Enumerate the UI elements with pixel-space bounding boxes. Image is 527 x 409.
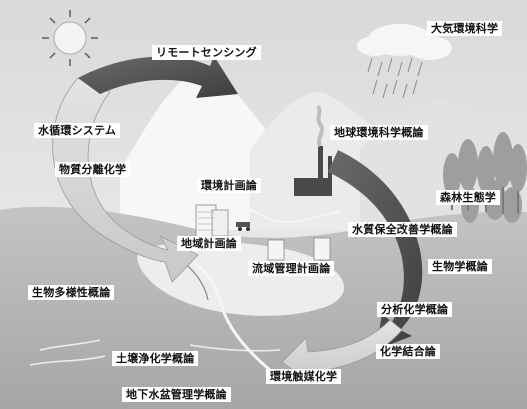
- label-biodiversity: 生物多様性概論: [28, 285, 115, 300]
- rain: [367, 57, 423, 99]
- runoff-arrow: [328, 150, 423, 350]
- cloud: [357, 24, 452, 60]
- label-groundwater-basin: 地下水盆管理学概論: [122, 387, 231, 402]
- label-soil-remediation: 土壌浄化学概論: [112, 351, 199, 366]
- label-watershed-planning: 流域管理計画論: [248, 261, 335, 276]
- label-env-planning: 環境計画論: [197, 178, 261, 193]
- sun-icon: [42, 10, 98, 66]
- smoke: [316, 104, 324, 147]
- label-regional-planning: 地域計画論: [177, 236, 241, 251]
- label-remote-sensing: リモートセンシング: [152, 45, 261, 60]
- remote-sensing-arrow: [78, 56, 238, 98]
- label-water-cycle-system: 水循環システム: [34, 123, 121, 138]
- label-forest-ecology: 森林生態学: [436, 190, 500, 205]
- label-water-quality: 水質保全改善学概論: [348, 222, 457, 237]
- label-global-env-science: 地球環境科学概論: [330, 125, 428, 140]
- label-atmosphere: 大気環境科学: [427, 21, 503, 36]
- return-arrow: [281, 319, 403, 385]
- label-material-separation: 物質分離化学: [55, 162, 131, 177]
- vehicle: [236, 222, 250, 231]
- label-env-catalysis: 環境触媒化学: [266, 369, 342, 384]
- river: [174, 248, 271, 372]
- label-biology: 生物学概論: [428, 259, 492, 274]
- stream: [239, 204, 341, 224]
- label-analytical-chemistry: 分析化学概論: [377, 302, 453, 317]
- ground-lines: [29, 339, 281, 366]
- label-chemical-bonding: 化学結合論: [376, 344, 440, 359]
